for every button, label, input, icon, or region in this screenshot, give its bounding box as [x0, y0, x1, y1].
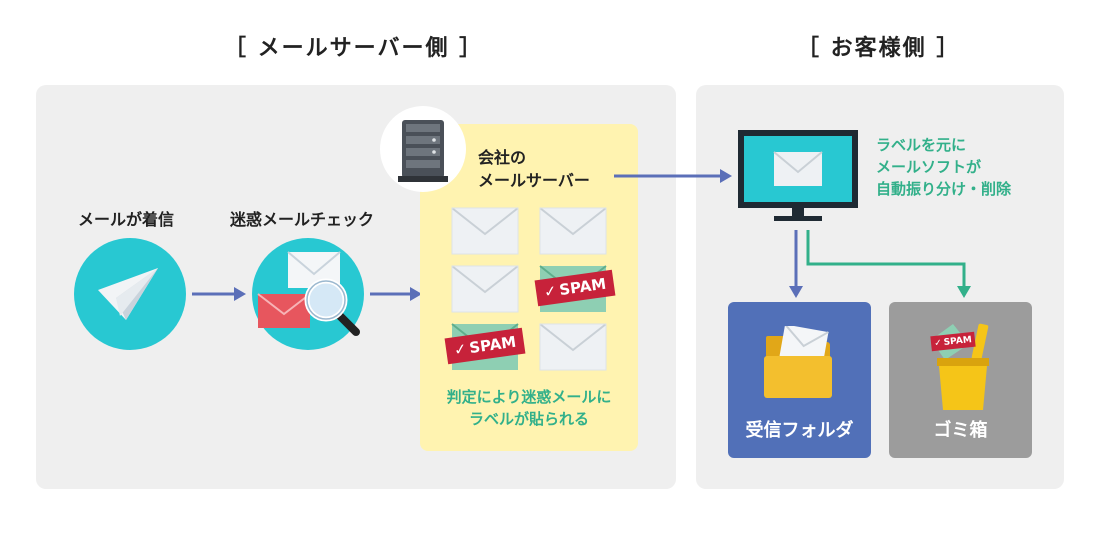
arrow-to-client	[614, 169, 732, 183]
check-icon: ✓	[452, 339, 468, 360]
server-icon-circle	[380, 106, 466, 192]
client-side-heading: ［ お客様側 ］	[797, 36, 961, 61]
envelope-icon	[539, 323, 607, 371]
folder-icon	[764, 326, 832, 398]
trash-label: ゴミ箱	[933, 420, 988, 441]
inbox-folder-label: 受信フォルダ	[745, 420, 854, 441]
arrow-to-server	[370, 287, 422, 301]
monitor-icon	[738, 130, 858, 221]
server-name: 会社の メールサーバー	[478, 146, 590, 192]
envelope-icon	[451, 265, 519, 313]
paper-plane-icon	[98, 268, 158, 320]
envelope-icon	[257, 293, 311, 328]
sort-note-line2: メールソフトが	[876, 158, 982, 176]
incoming-label: メールが着信	[78, 210, 175, 229]
server-name-line1: 会社の	[478, 148, 527, 167]
check-icon: ✓	[542, 281, 558, 302]
envelope-icon	[451, 207, 519, 255]
sort-note-line1: ラベルを元に	[876, 136, 967, 154]
spam-check-label: 迷惑メールチェック	[230, 210, 375, 229]
sort-note-line3: 自動振り分け・削除	[876, 180, 1012, 198]
check-icon: ✓	[933, 337, 943, 349]
sorting-arrows	[789, 230, 971, 298]
label-note-line1: 判定により迷惑メールに	[446, 388, 612, 406]
arrow-to-check	[192, 287, 246, 301]
label-note: 判定により迷惑メールに ラベルが貼られる	[420, 386, 638, 430]
incoming-circle	[74, 238, 186, 350]
spam-check-illustration	[257, 251, 360, 336]
sort-note: ラベルを元に メールソフトが 自動振り分け・削除	[876, 134, 1011, 200]
envelope-icon	[779, 326, 829, 364]
server-side-heading: ［ メールサーバー側 ］	[224, 36, 484, 61]
label-note-line2: ラベルが貼られる	[468, 410, 589, 428]
envelope-icon	[539, 207, 607, 255]
magnifier-icon	[304, 278, 360, 336]
trash-box: ✓SPAM ゴミ箱	[889, 302, 1032, 458]
inbox-folder-box: 受信フォルダ	[728, 302, 871, 458]
server-name-line2: メールサーバー	[478, 171, 590, 190]
server-icon	[398, 120, 448, 182]
